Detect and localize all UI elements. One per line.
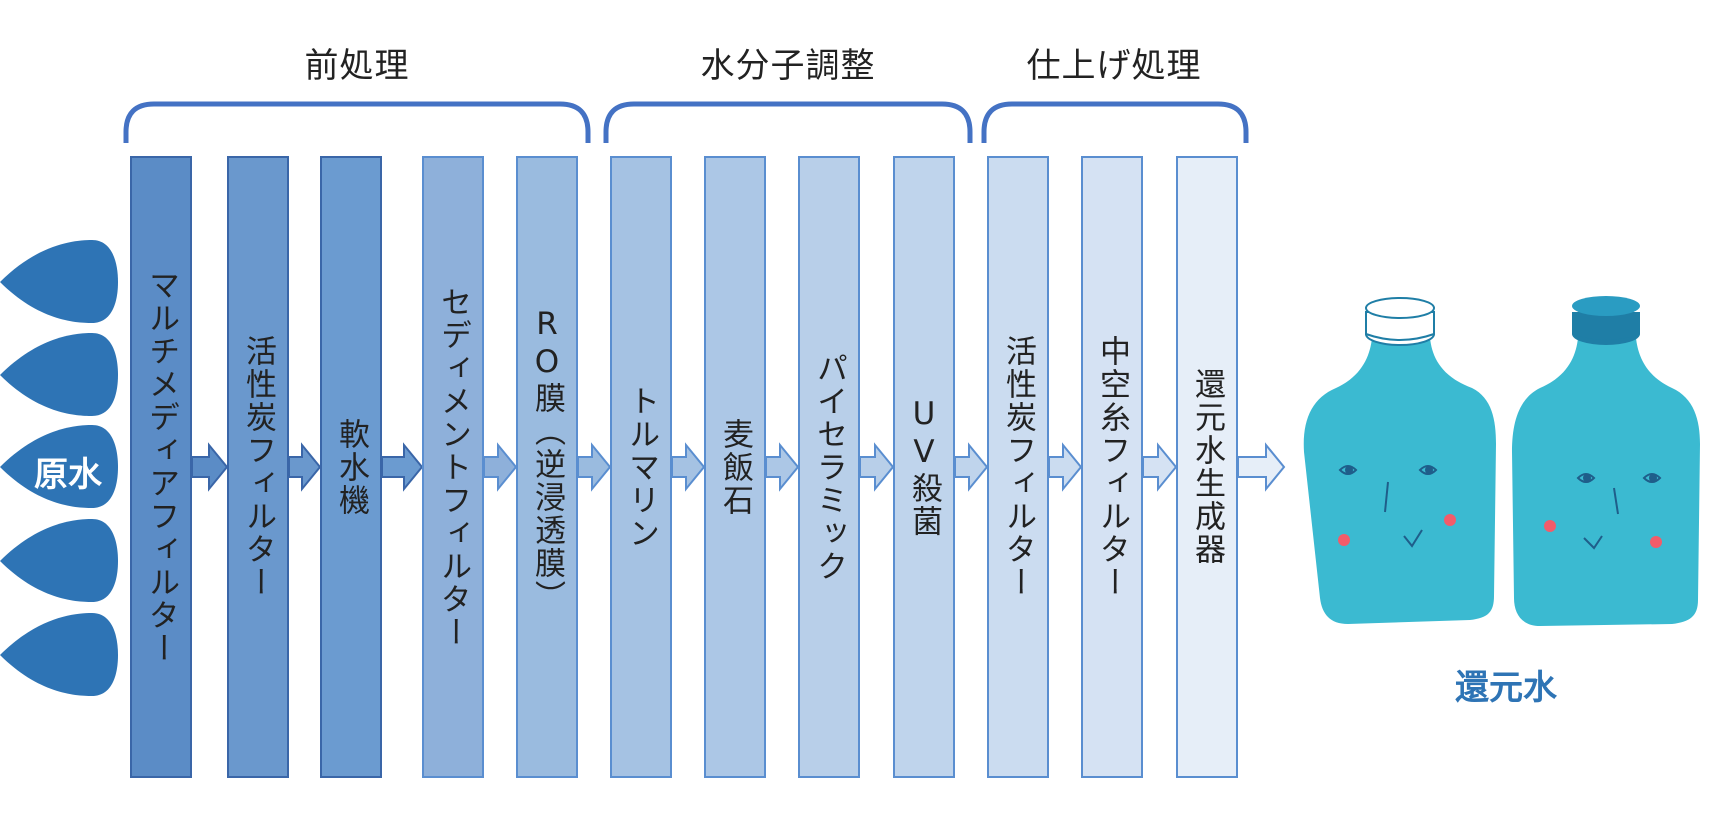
- stage-label: 活性炭フィルター: [240, 335, 276, 599]
- water-drop-icon: [0, 519, 118, 602]
- stage-label: パイセラミック: [811, 351, 847, 583]
- arrow-right-icon: [954, 442, 989, 492]
- arrow-right-icon: [288, 442, 322, 492]
- stage-label: RO膜（逆浸透膜）: [529, 306, 565, 613]
- stage-column: セディメントフィルター: [422, 156, 484, 778]
- arrow-right-icon: [671, 442, 706, 492]
- stage-column: 還元水生成器: [1176, 156, 1238, 778]
- arrow-right-icon: [577, 442, 612, 492]
- stage-column: 活性炭フィルター: [987, 156, 1049, 778]
- water-drop-icon: [0, 333, 118, 416]
- water-drop-icon: [0, 613, 118, 696]
- bottle-icon: [1303, 297, 1496, 624]
- bottle-icon: [1512, 296, 1700, 626]
- raw-water-label: 原水: [34, 455, 102, 495]
- stage-column: RO膜（逆浸透膜）: [516, 156, 578, 778]
- stage-label: マルチメディアフィルター: [143, 269, 179, 665]
- reduced-water-label: 還元水: [1455, 668, 1557, 708]
- water-drop-icon: [0, 240, 118, 323]
- arrow-right-icon: [1237, 442, 1286, 492]
- arrow-right-icon: [191, 442, 229, 492]
- arrow-right-icon: [483, 442, 518, 492]
- stage-label: トルマリン: [623, 384, 659, 550]
- stage-column: トルマリン: [610, 156, 672, 778]
- water-drop-icon: [0, 425, 118, 508]
- group-label-molecule-adjustment: 水分子調整: [700, 46, 876, 86]
- stage-column: UV殺菌: [893, 156, 955, 778]
- stage-label: 還元水生成器: [1189, 368, 1225, 566]
- bracket-pretreatment: [123, 101, 591, 143]
- stage-column: 活性炭フィルター: [227, 156, 289, 778]
- stage-label: 軟水機: [333, 417, 369, 517]
- arrow-right-icon: [1142, 442, 1178, 492]
- group-label-pretreatment: 前処理: [304, 46, 410, 86]
- arrow-right-icon: [1048, 442, 1083, 492]
- stage-column: パイセラミック: [798, 156, 860, 778]
- stage-column: 中空糸フィルター: [1081, 156, 1143, 778]
- arrow-right-icon: [859, 442, 895, 492]
- flow-arrows: [191, 442, 1286, 492]
- stage-label: セディメントフィルター: [435, 285, 471, 649]
- stage-column: マルチメディアフィルター: [130, 156, 192, 778]
- stage-label: 麦飯石: [717, 417, 753, 517]
- bracket-finishing: [981, 101, 1249, 143]
- bracket-molecule-adjustment: [603, 101, 973, 143]
- stage-label: UV殺菌: [906, 396, 942, 538]
- stage-column: 軟水機: [320, 156, 382, 778]
- stage-column: 麦飯石: [704, 156, 766, 778]
- arrow-right-icon: [765, 442, 800, 492]
- group-label-finishing: 仕上げ処理: [1026, 46, 1202, 86]
- arrow-right-icon: [381, 442, 424, 492]
- stage-label: 中空糸フィルター: [1094, 335, 1130, 599]
- stage-label: 活性炭フィルター: [1000, 335, 1036, 599]
